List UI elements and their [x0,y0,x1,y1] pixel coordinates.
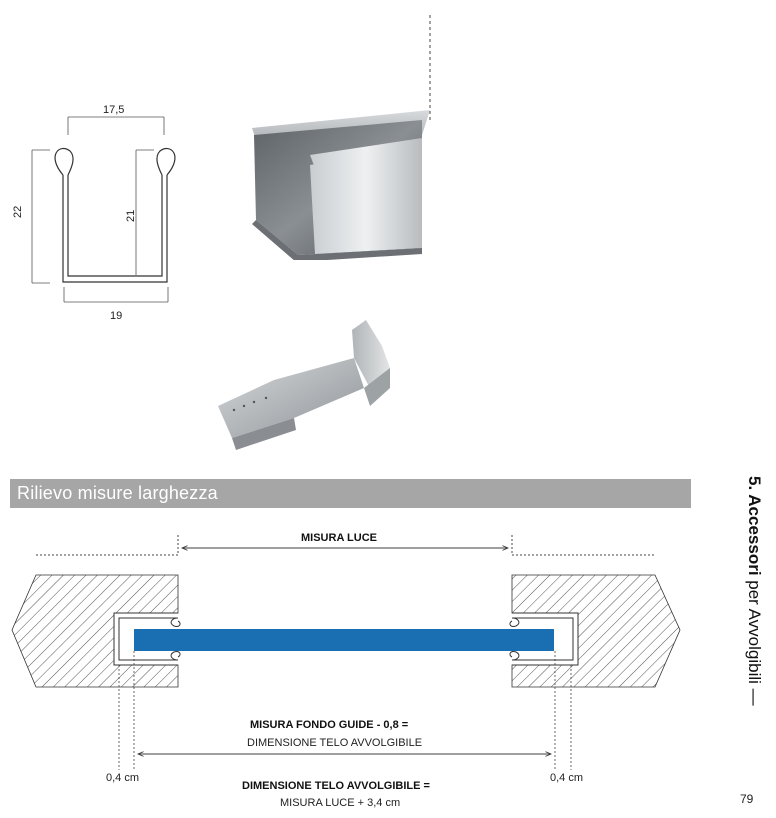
page-number: 79 [740,792,754,806]
profile-width-top: 17,5 [103,104,125,116]
fondo-guide-subtitle: DIMENSIONE TELO AVVOLGIBILE [247,737,423,749]
profile-height-outer: 22 [12,205,24,218]
chapter-title-bold: 5. Accessori [745,476,764,576]
section-title: Rilievo misure larghezza [17,483,218,503]
gap-right-label: 0,4 cm [550,772,584,784]
profile-width-bottom: 19 [110,310,123,322]
chapter-title-rest: per Avvolgibili [745,575,764,684]
guide-rail-image [252,15,431,260]
telo-formula-title: DIMENSIONE TELO AVVOLGIBILE = [242,780,430,792]
guide-bracket-image [218,320,390,450]
gap-left-label: 0,4 cm [106,772,140,784]
telo-formula-subtitle: MISURA LUCE + 3,4 cm [280,797,401,809]
guide-profile-drawing [31,116,176,303]
misura-luce-label: MISURA LUCE [301,532,377,544]
width-measurement-diagram [11,535,681,770]
section-header: Rilievo misure larghezza [10,479,691,508]
fondo-guide-title: MISURA FONDO GUIDE - 0,8 = [250,719,409,731]
chapter-dash: — [745,688,764,706]
chapter-title: 5. Accessori per Avvolgibili — [744,476,764,776]
profile-height-inner: 21 [125,209,137,222]
